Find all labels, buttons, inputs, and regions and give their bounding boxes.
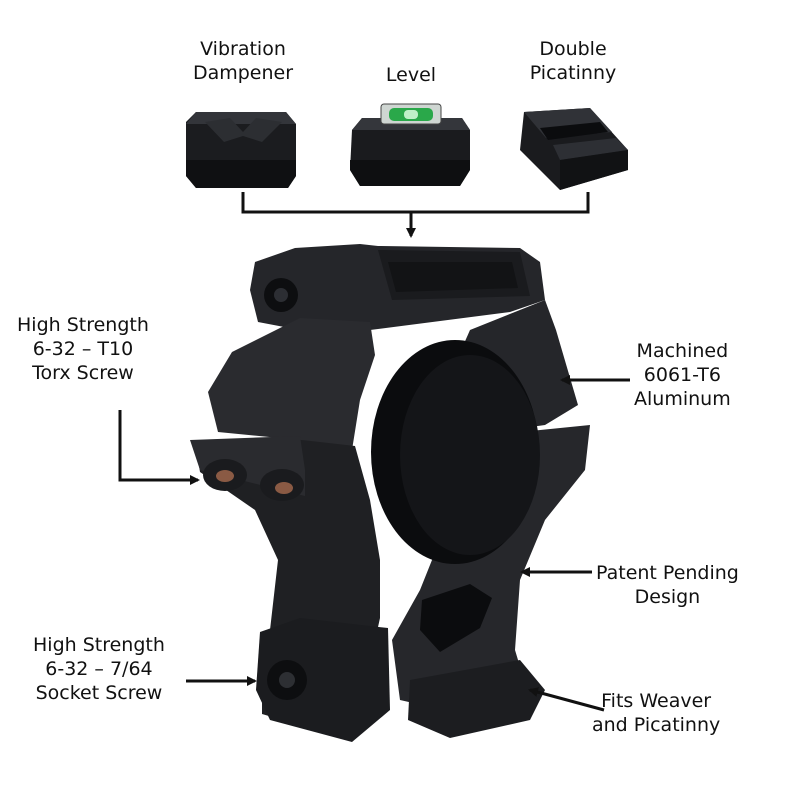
level-image	[350, 103, 470, 186]
vibration-dampener-image	[186, 112, 296, 188]
arrow-torx	[118, 410, 200, 485]
double-picatinny-image	[520, 108, 628, 190]
label-level: Level	[385, 64, 437, 86]
scope-ring-mount	[190, 244, 590, 742]
callout-arrows	[118, 375, 630, 712]
arrow-rails	[528, 687, 605, 712]
accessory-bracket	[241, 192, 590, 238]
